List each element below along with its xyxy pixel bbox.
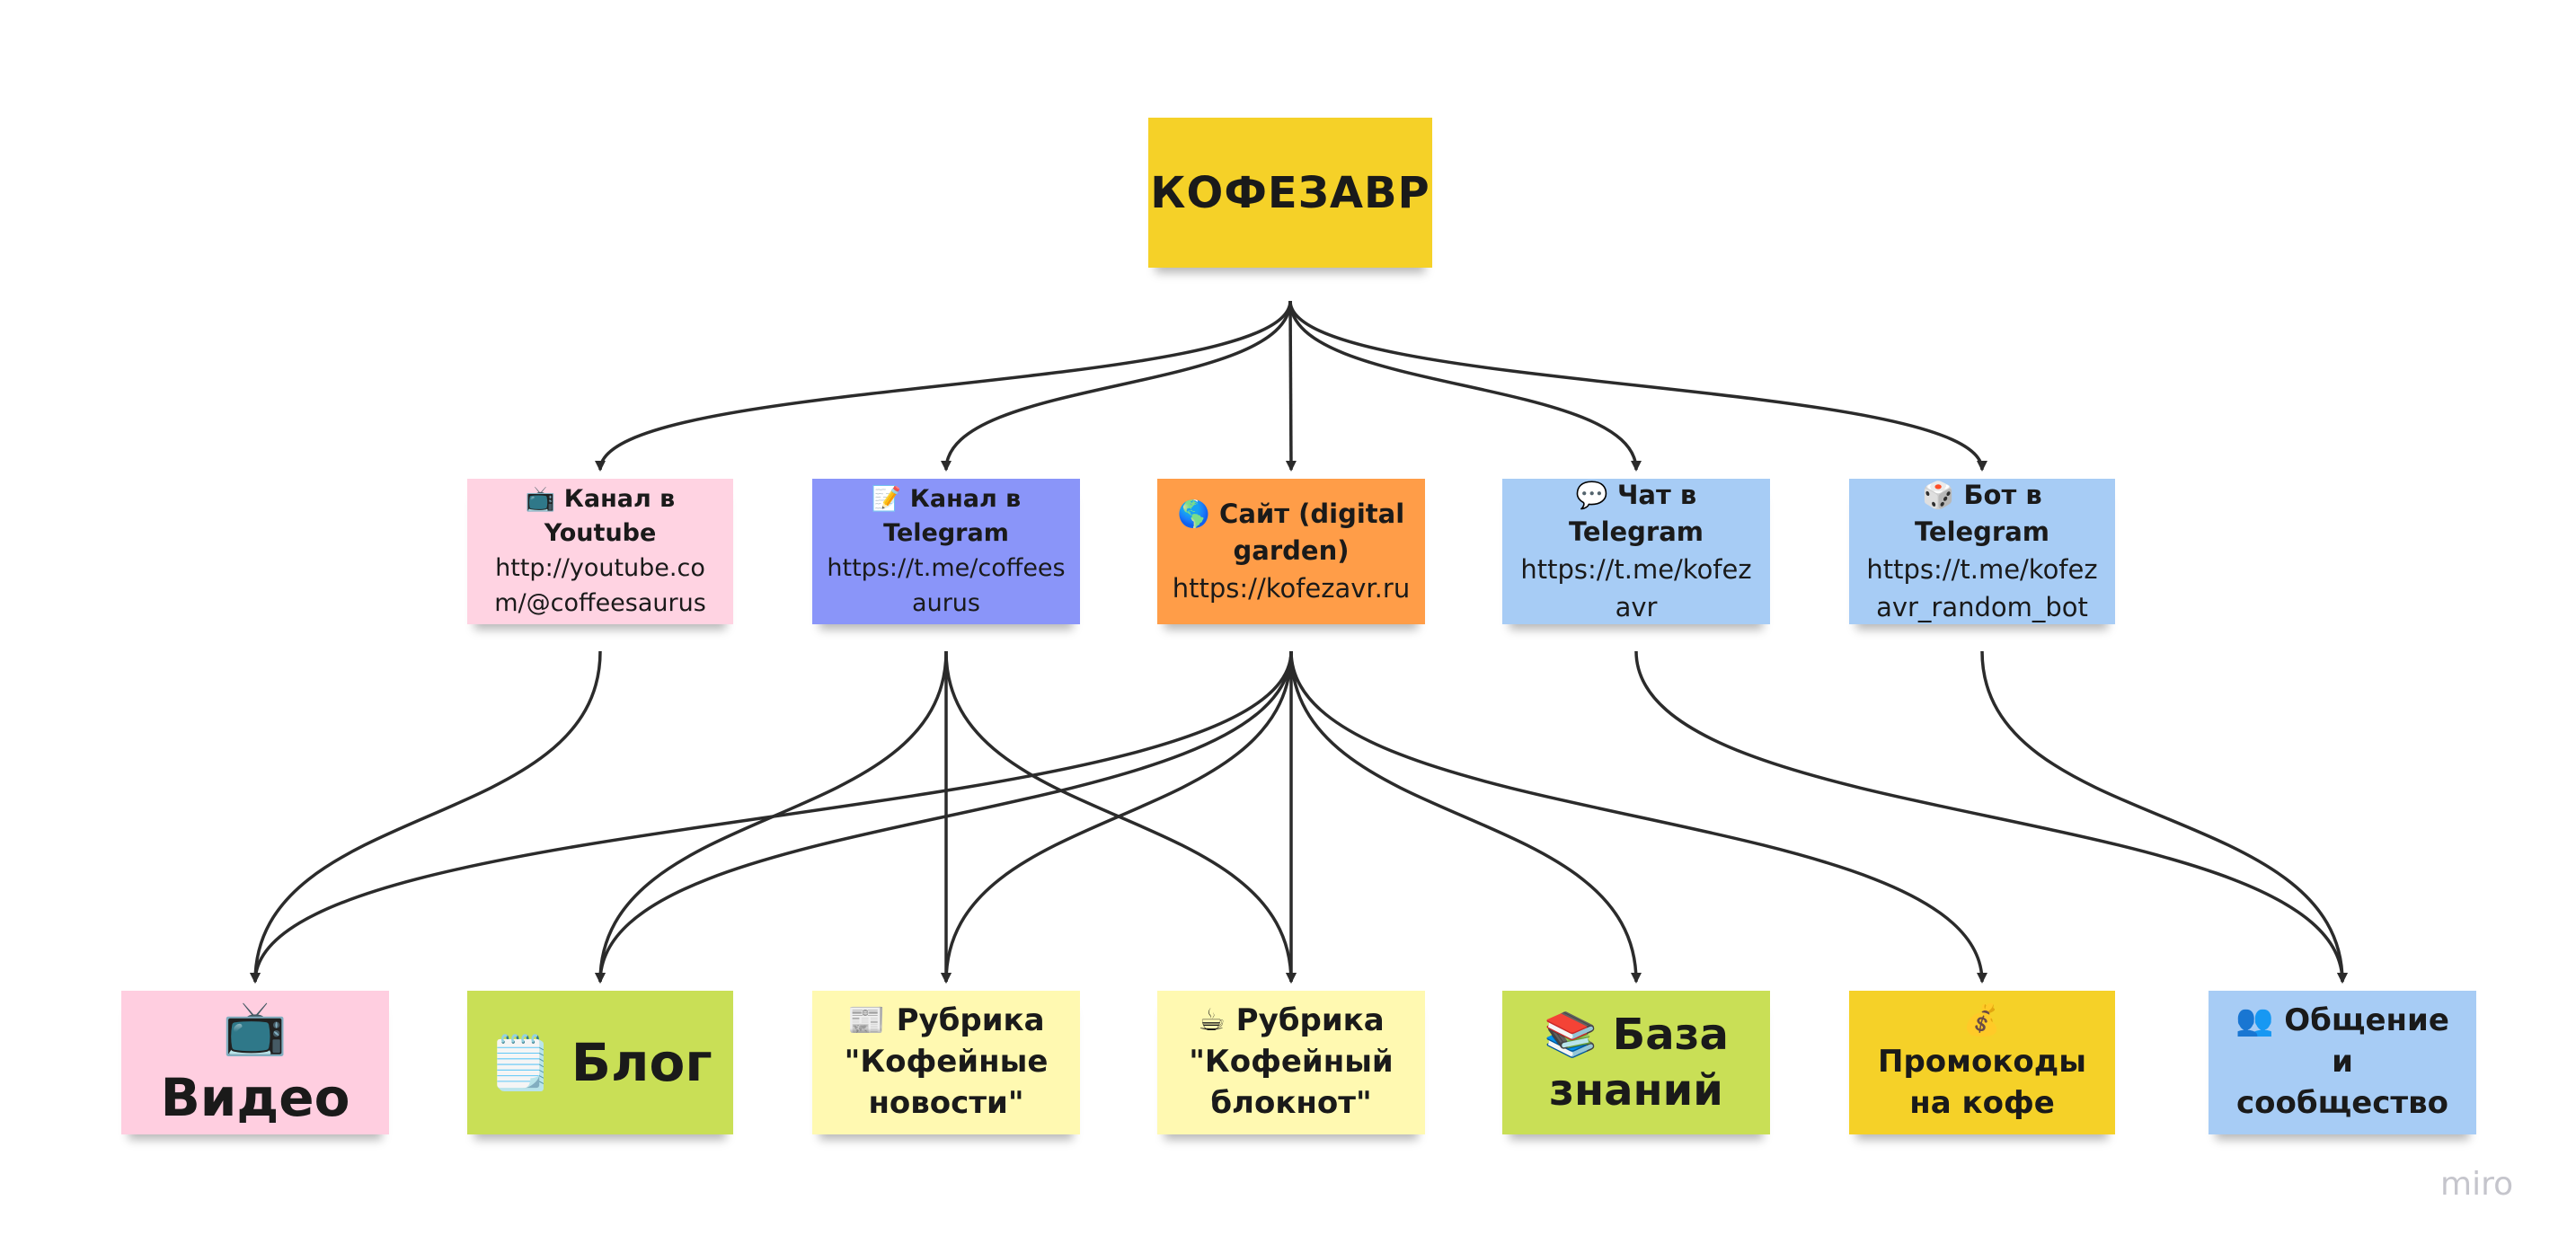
output-title: Промокоды на кофе bbox=[1878, 1044, 2086, 1121]
miro-logo: miro bbox=[2440, 1166, 2514, 1203]
connector-site-to-video bbox=[250, 650, 1293, 984]
output-node-coffee-news[interactable]: 📰 Рубрика "Кофейные новости" bbox=[812, 991, 1080, 1134]
root-title: КОФЕЗАВР bbox=[1150, 167, 1430, 218]
output-node-blog[interactable]: 🗒️ Блог bbox=[467, 991, 733, 1134]
output-title: Видео bbox=[160, 1067, 350, 1128]
channel-title: Канал в Youtube bbox=[544, 485, 676, 547]
output-title: База знаний bbox=[1549, 1009, 1729, 1116]
newspaper-icon: 📰 bbox=[847, 1002, 886, 1039]
people-icon: 👥 bbox=[2235, 1002, 2274, 1039]
connector-site-to-blog bbox=[595, 650, 1293, 984]
output-title: Рубрика "Кофейный блокнот" bbox=[1189, 1002, 1394, 1121]
channel-node-telegram-chat[interactable]: 💬 Чат в Telegram https://t.me/kofezavr bbox=[1502, 479, 1770, 624]
output-node-video[interactable]: 📺 Видео bbox=[121, 991, 389, 1134]
channel-title: Бот в Telegram bbox=[1914, 480, 2050, 547]
tv-icon: 📺 bbox=[525, 485, 556, 514]
dice-icon: 🎲 bbox=[1922, 480, 1955, 511]
connector-root-to-tg-chat bbox=[1288, 300, 1642, 472]
root-node[interactable]: КОФЕЗАВР bbox=[1148, 118, 1432, 268]
books-icon: 📚 bbox=[1544, 1009, 1598, 1060]
memo-icon: 📝 bbox=[871, 485, 902, 514]
channel-title: Канал в Telegram bbox=[883, 485, 1022, 547]
connector-tg-bot-to-community bbox=[1980, 650, 2348, 984]
connector-youtube-to-video bbox=[250, 650, 602, 984]
channel-url[interactable]: http://youtube.com/@coffeesaurus bbox=[494, 553, 706, 617]
globe-icon: 🌎 bbox=[1177, 499, 1210, 530]
output-node-coffee-notebook[interactable]: ☕ Рубрика "Кофейный блокнот" bbox=[1157, 991, 1425, 1134]
coffee-icon: ☕ bbox=[1198, 1002, 1226, 1039]
connector-root-to-tg-bot bbox=[1288, 300, 1987, 472]
output-title: Общение и сообщество bbox=[2236, 1002, 2449, 1121]
channel-node-youtube[interactable]: 📺 Канал в Youtube http://youtube.com/@co… bbox=[467, 479, 733, 624]
channel-url[interactable]: https://t.me/coffeesaurus bbox=[827, 553, 1066, 617]
money-bag-icon: 💰 bbox=[1962, 1002, 2002, 1039]
output-title: Блог bbox=[571, 1031, 713, 1093]
connector-site-to-kb bbox=[1289, 650, 1642, 984]
output-node-community[interactable]: 👥 Общение и сообщество bbox=[2209, 991, 2476, 1134]
channel-title: Чат в Telegram bbox=[1568, 480, 1704, 547]
output-node-knowledge-base[interactable]: 📚 База знаний bbox=[1502, 991, 1770, 1134]
output-title: Рубрика "Кофейные новости" bbox=[844, 1002, 1049, 1121]
connector-root-to-site bbox=[1285, 300, 1297, 472]
channel-title: Сайт (digital garden) bbox=[1219, 499, 1405, 566]
channel-url[interactable]: https://t.me/kofezavr_random_bot bbox=[1866, 553, 2098, 622]
speech-bubble-icon: 💬 bbox=[1575, 480, 1608, 511]
connector-root-to-tg-channel bbox=[941, 300, 1292, 472]
channel-url[interactable]: https://t.me/kofezavr bbox=[1520, 553, 1752, 622]
connector-site-to-promo bbox=[1289, 650, 1987, 984]
channel-node-telegram-channel[interactable]: 📝 Канал в Telegram https://t.me/coffeesa… bbox=[812, 479, 1080, 624]
channel-url[interactable]: https://kofezavr.ru bbox=[1172, 572, 1411, 604]
tv-icon: 📺 bbox=[222, 996, 288, 1058]
connector-tg-chat-to-community bbox=[1634, 650, 2348, 984]
connector-root-to-youtube bbox=[595, 300, 1292, 472]
connector-site-to-news bbox=[941, 650, 1293, 984]
output-node-promo-codes[interactable]: 💰 Промокоды на кофе bbox=[1849, 991, 2115, 1134]
channel-node-site[interactable]: 🌎 Сайт (digital garden) https://kofezavr… bbox=[1157, 479, 1425, 624]
notepad-icon: 🗒️ bbox=[488, 1031, 553, 1093]
channel-node-telegram-bot[interactable]: 🎲 Бот в Telegram https://t.me/kofezavr_r… bbox=[1849, 479, 2115, 624]
